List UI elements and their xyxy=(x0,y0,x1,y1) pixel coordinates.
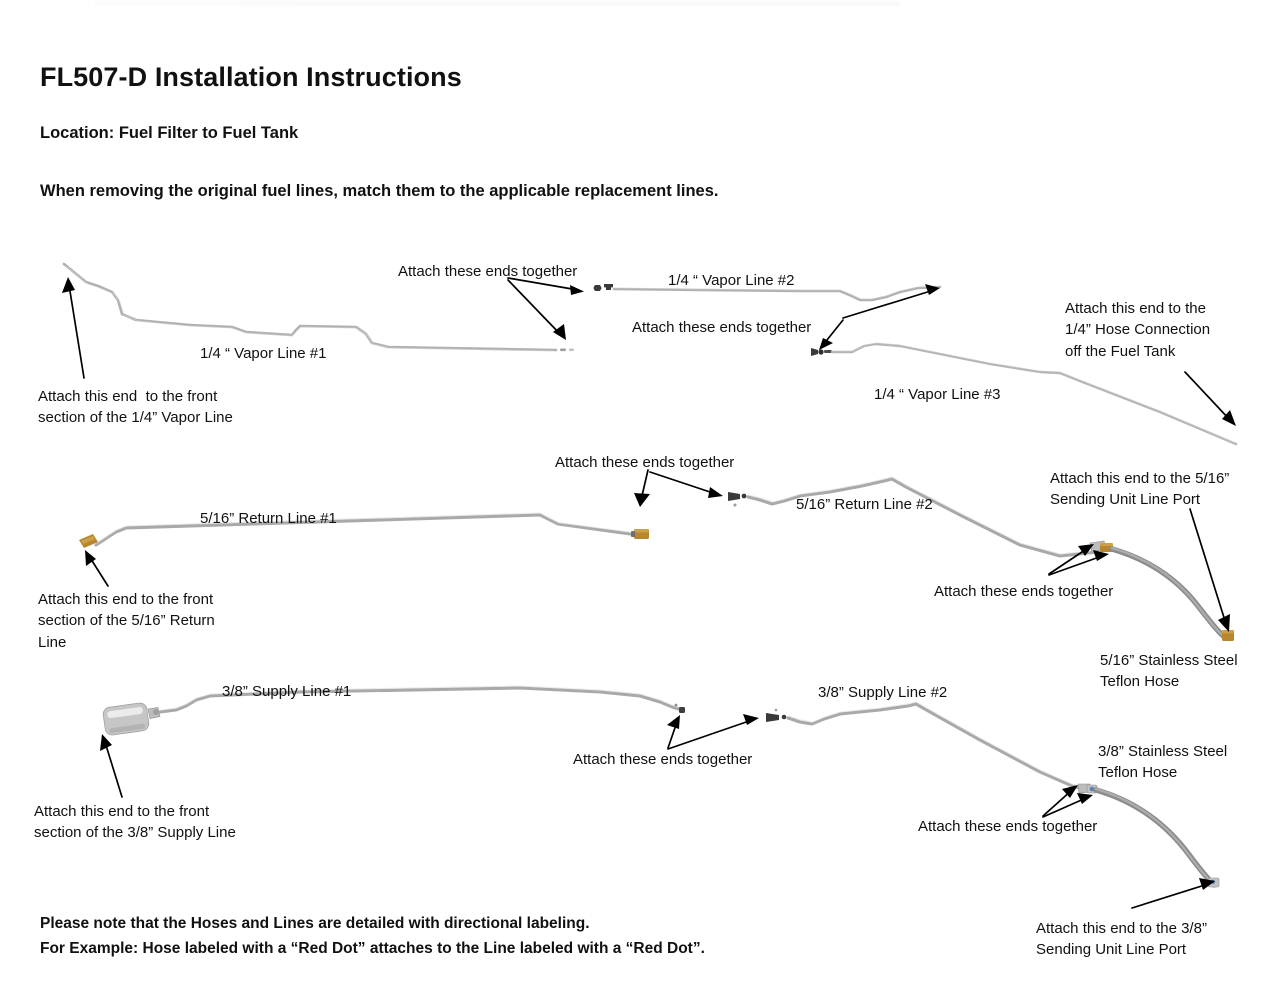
instruction-heading: When removing the original fuel lines, m… xyxy=(40,182,719,200)
return-sending-unit-arrow xyxy=(1189,508,1230,632)
return-attach-top-arrows xyxy=(634,469,723,507)
label-vapor-line-3: 1/4 “ Vapor Line #3 xyxy=(874,386,1001,403)
footer-note-1: Please note that the Hoses and Lines are… xyxy=(40,915,590,932)
hose-38-drawing xyxy=(1077,783,1220,888)
supply-line-1-drawing xyxy=(102,685,685,736)
return-line-1-drawing xyxy=(79,512,649,548)
label-supply-sending-unit: Attach this end to the 3/8” Sending Unit… xyxy=(1036,920,1207,959)
label-hose-38: 3/8” Stainless Steel Teflon Hose xyxy=(1098,743,1228,782)
return-line-1-left-fitting xyxy=(79,534,98,548)
vapor-line-1-drawing xyxy=(62,262,574,352)
page-edge-artifact xyxy=(95,0,295,6)
vapor-attach-mid-arrows xyxy=(819,284,940,350)
return-line-2-left-fitting xyxy=(728,492,747,507)
supply-line-2-left-fitting xyxy=(766,708,787,722)
label-return-line-1: 5/16” Return Line #1 xyxy=(200,510,337,527)
location-heading: Location: Fuel Filter to Fuel Tank xyxy=(40,124,299,142)
supply-line-2-drawing xyxy=(766,701,1088,792)
vapor-front-arrow xyxy=(62,277,85,379)
fuel-filter-canister xyxy=(102,702,161,736)
vapor-attach-top-arrows xyxy=(507,277,584,340)
label-return-front: Attach this end to the front section of … xyxy=(38,591,215,651)
return-line-1-right-fitting xyxy=(631,529,649,539)
footer-note-2: For Example: Hose labeled with a “Red Do… xyxy=(40,940,705,957)
hose-516-bottom-fitting xyxy=(1222,630,1234,641)
label-vapor-attach-mid: Attach these ends together xyxy=(632,319,812,336)
label-vapor-line-1: 1/4 “ Vapor Line #1 xyxy=(200,345,327,362)
supply-sending-unit-arrow xyxy=(1131,878,1215,909)
page-title: FL507-D Installation Instructions xyxy=(40,62,462,92)
label-vapor-front: Attach this end to the front section of … xyxy=(38,388,233,427)
label-return-attach-top: Attach these ends together xyxy=(555,454,735,471)
vapor-line-2-drawing xyxy=(593,284,942,302)
return-front-arrow xyxy=(85,550,109,587)
label-hose-516: 5/16” Stainless Steel Teflon Hose xyxy=(1100,652,1238,691)
label-vapor-line-2: 1/4 “ Vapor Line #2 xyxy=(668,272,795,289)
label-supply-attach-hose: Attach these ends together xyxy=(918,818,1098,835)
page-edge-artifact-2 xyxy=(240,1,900,6)
hose-516-drawing xyxy=(1089,540,1234,641)
label-vapor-tank: Attach this end to the 1/4” Hose Connect… xyxy=(1065,300,1211,360)
supply-attach-hose-arrows xyxy=(1042,785,1093,818)
return-attach-hose-arrows xyxy=(1048,544,1109,576)
label-supply-attach-mid: Attach these ends together xyxy=(573,751,753,768)
label-return-sending-unit: Attach this end to the 5/16” Sending Uni… xyxy=(1050,470,1230,509)
return-line-2-drawing xyxy=(728,476,1100,558)
label-return-attach-hose: Attach these ends together xyxy=(934,583,1114,600)
label-supply-line-2: 3/8” Supply Line #2 xyxy=(818,684,948,701)
label-vapor-attach-top: Attach these ends together xyxy=(398,263,578,280)
label-supply-line-1: 3/8” Supply Line #1 xyxy=(222,683,352,700)
vapor-line-3-drawing xyxy=(811,342,1238,446)
label-return-line-2: 5/16” Return Line #2 xyxy=(796,496,933,513)
vapor-tank-arrow xyxy=(1184,371,1236,426)
supply-front-arrow xyxy=(100,734,123,798)
label-supply-front: Attach this end to the front section of … xyxy=(34,803,236,842)
supply-attach-mid-arrows xyxy=(667,714,759,750)
